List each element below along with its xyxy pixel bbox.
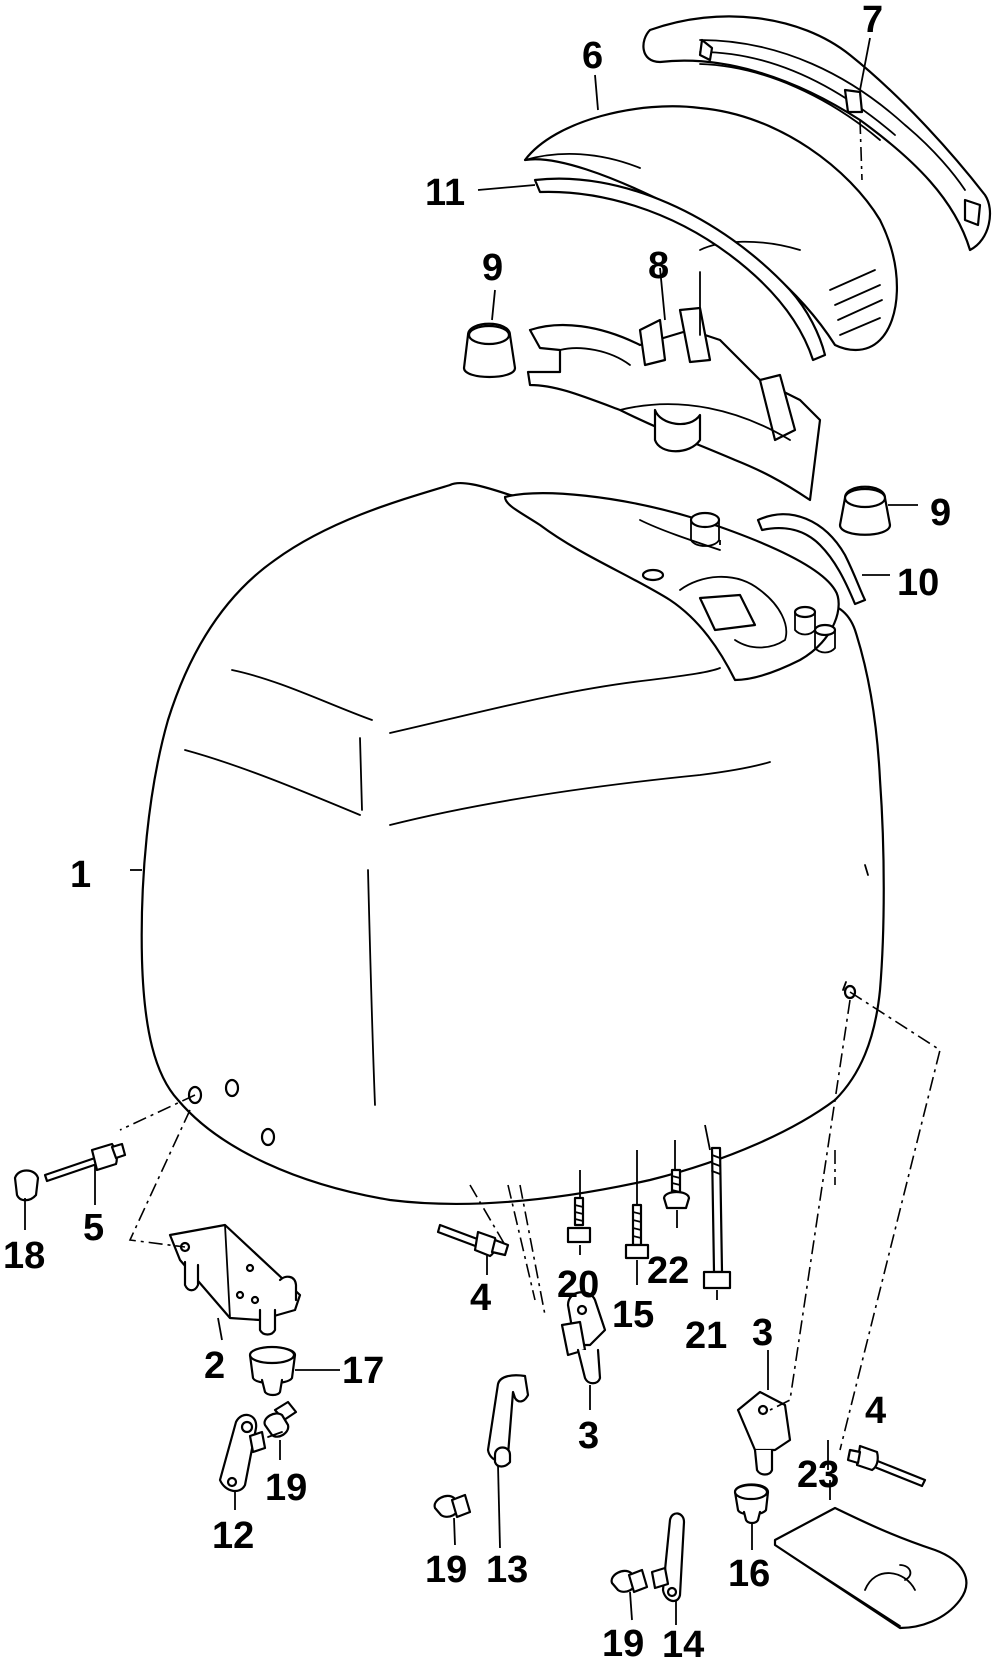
part-11-seal — [533, 177, 827, 362]
part-8-inner-duct — [526, 271, 822, 502]
part-23-pouch — [773, 1506, 968, 1630]
part-12-link — [218, 1413, 267, 1493]
callout-2: 2 — [204, 1345, 225, 1387]
callout-13: 13 — [486, 1549, 528, 1591]
part-2-bracket — [168, 1223, 302, 1336]
part-19-bolt-a — [263, 1400, 298, 1438]
callout-19-c: 19 — [602, 1623, 644, 1660]
callout-14: 14 — [662, 1624, 704, 1660]
callout-19-b: 19 — [425, 1549, 467, 1591]
callout-3-right-top: 3 — [752, 1312, 773, 1354]
callout-11: 11 — [425, 172, 465, 214]
part-5-rivet — [43, 1142, 127, 1183]
callout-22: 22 — [647, 1250, 689, 1292]
part-17-pad — [248, 1345, 297, 1397]
part-15-screw — [624, 1203, 650, 1260]
callout-1: 1 — [70, 854, 91, 896]
part-14-bracket — [650, 1512, 686, 1603]
callout-labels: 1 2 3 3 3 4 4 5 6 7 8 9 9 10 11 12 13 14… — [3, 0, 951, 1660]
callout-18: 18 — [3, 1235, 45, 1277]
callout-21: 21 — [685, 1315, 727, 1357]
part-4-rivet-left — [436, 1223, 510, 1258]
callout-12: 12 — [212, 1515, 254, 1557]
callout-20: 20 — [557, 1264, 599, 1306]
callout-16: 16 — [728, 1553, 770, 1595]
part-1-main-cowling — [140, 481, 885, 1205]
callout-5: 5 — [83, 1207, 104, 1249]
part-20-screw — [566, 1196, 592, 1244]
callout-17: 17 — [342, 1350, 384, 1392]
callout-19-a: 19 — [265, 1467, 307, 1509]
callout-9-right: 9 — [930, 492, 951, 534]
callout-6: 6 — [582, 35, 603, 77]
callout-4-left: 4 — [470, 1277, 491, 1319]
callout-7: 7 — [862, 0, 883, 41]
callout-15: 15 — [612, 1294, 654, 1336]
leader-lines — [24, 37, 918, 1625]
part-16-grommet — [733, 1483, 770, 1525]
part-22-screw — [662, 1168, 691, 1210]
part-10-seal — [756, 513, 867, 606]
callout-4-right: 4 — [865, 1390, 886, 1432]
part-13-bracket — [486, 1374, 530, 1468]
callout-9-left: 9 — [482, 247, 503, 289]
callout-8: 8 — [648, 245, 669, 287]
callout-23: 23 — [797, 1454, 839, 1496]
assembly-lines — [119, 119, 941, 1451]
part-19-bolt-b — [433, 1493, 472, 1519]
part-3-latch-center — [560, 1291, 607, 1385]
part-4-rivet-right — [846, 1444, 927, 1488]
part-18-cap — [13, 1169, 40, 1202]
part-3-latch-right — [736, 1390, 792, 1476]
callout-3-center: 3 — [578, 1415, 599, 1457]
part-19-bolt-c — [610, 1568, 649, 1594]
part-21-long-bolt — [702, 1146, 732, 1290]
part-9-grommet-right — [838, 485, 892, 536]
callout-10: 10 — [897, 562, 939, 604]
part-9-grommet-left — [462, 322, 517, 378]
part-7-top-rail — [642, 15, 992, 252]
